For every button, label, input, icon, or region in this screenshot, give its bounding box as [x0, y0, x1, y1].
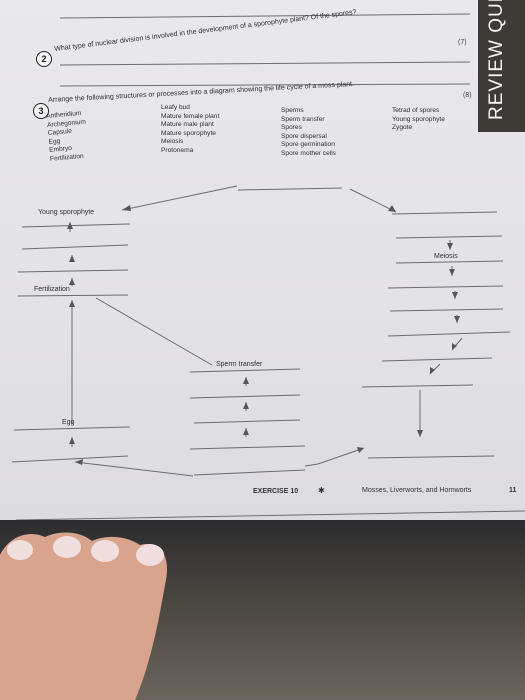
term: Spore germination — [281, 141, 335, 149]
term: Mature sporophyte — [161, 129, 216, 137]
terms-column-3: Sperms Sperm transfer Spores Spore dispe… — [281, 107, 336, 159]
question-3-number: 3 — [33, 103, 49, 119]
hand — [0, 532, 168, 700]
diagram-lines — [11, 13, 525, 520]
question-2-marks: (7) — [458, 39, 467, 46]
label-fertilization: Fertilization — [34, 286, 70, 293]
textbook-page — [0, 0, 525, 520]
label-egg: Egg — [62, 419, 75, 426]
term: Zygote — [392, 124, 413, 132]
footer-page-number: 11 — [509, 487, 517, 494]
label-sperm-transfer: Sperm transfer — [216, 361, 263, 368]
term: Mature female plant — [161, 112, 220, 120]
side-tab — [478, 0, 525, 132]
moss-icon: ✱ — [318, 486, 325, 495]
term: Leafy bud — [161, 104, 190, 111]
footer-exercise: EXERCISE 10 — [253, 488, 299, 495]
side-tab-text: REVIEW QUEST — [486, 0, 507, 120]
term: Tetrad of spores — [392, 107, 440, 114]
term: Protonema — [161, 146, 194, 154]
terms-column-4: Tetrad of spores Young sporophyte Zygote — [392, 107, 445, 133]
term: Spore dispersal — [281, 132, 327, 140]
term: Spore mother cells — [281, 149, 336, 157]
term: Meiosis — [161, 138, 184, 146]
label-meiosis: Meiosis — [434, 253, 458, 260]
term: Young sporophyte — [392, 115, 445, 123]
question-2-number: 2 — [36, 51, 52, 67]
terms-column-2: Leafy bud Mature female plant Mature mal… — [161, 104, 219, 156]
term: Mature male plant — [161, 121, 214, 129]
label-young-sporophyte: Young sporophyte — [38, 209, 95, 216]
term: Spores — [281, 124, 302, 132]
footer-title: Mosses, Liverworts, and Hornworts — [362, 487, 472, 494]
term: Sperm transfer — [281, 115, 325, 123]
question-3-marks: (8) — [463, 92, 472, 99]
terms-column-1: Antheridium Archegonium Capsule Egg Embr… — [46, 110, 89, 165]
term: Sperms — [281, 107, 304, 114]
